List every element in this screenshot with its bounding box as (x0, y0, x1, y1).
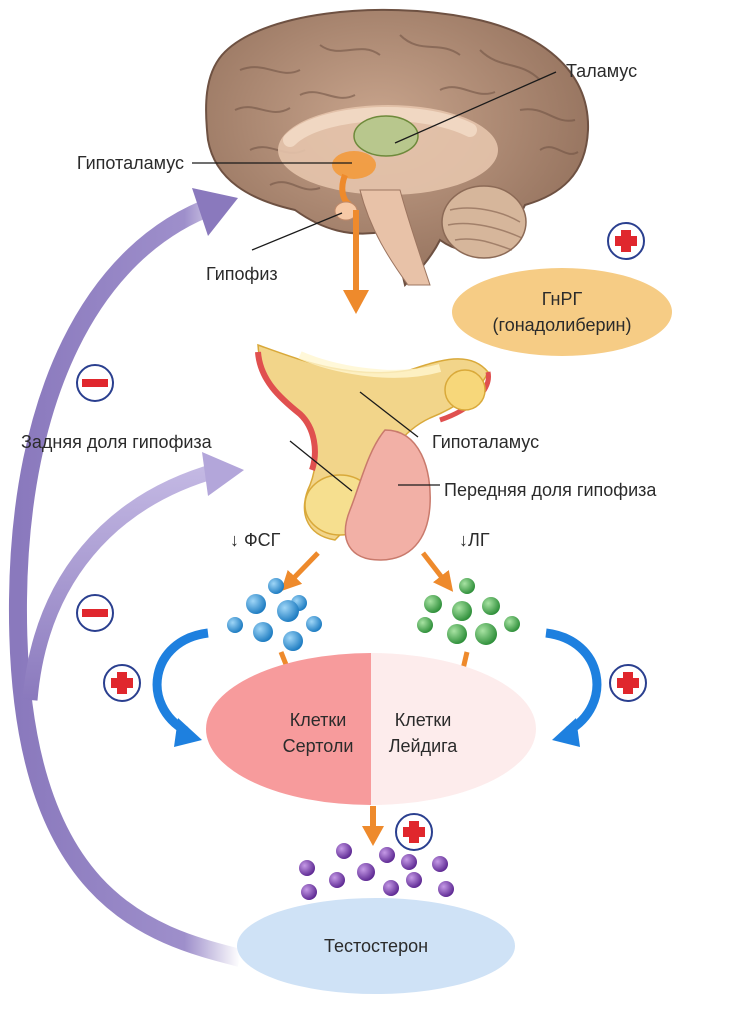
fsh-arrow (281, 551, 320, 592)
lh-arrow (421, 551, 454, 592)
fsh-molecules (227, 578, 322, 651)
pituitary-illustration (255, 343, 491, 561)
fsh-molecule (306, 616, 322, 632)
feedback-arrow-to-hypothalamus (8, 188, 243, 967)
testosterone-ellipse (237, 898, 515, 994)
testosterone-label: Тестостерон (324, 936, 428, 956)
lh-molecule (417, 617, 433, 633)
sertoli-label-line1: Клетки (290, 710, 347, 730)
lh-label: ↓ЛГ (459, 530, 490, 550)
sertoli-label-line2: Сертоли (283, 736, 354, 756)
gnrh-ellipse (452, 268, 672, 356)
testosterone-molecule (406, 872, 422, 888)
testosterone-molecule (401, 854, 417, 870)
cells-ellipse (206, 653, 536, 805)
gnrh-label-line2: (гонадолиберин) (493, 315, 632, 335)
brain-illustration (205, 8, 590, 287)
positive-sign-testosterone (395, 813, 433, 851)
thalamus-label: Таламус (566, 61, 637, 81)
fsh-molecule (246, 594, 266, 614)
sertoli-stimulation-arrow (152, 628, 209, 747)
cells-to-testosterone-arrow-head (362, 826, 384, 846)
leydig-stimulation-arrow (545, 628, 602, 747)
fsh-molecule (253, 622, 273, 642)
positive-sign-leydig (609, 664, 647, 702)
testosterone-molecule (438, 881, 454, 897)
lh-molecule (475, 623, 497, 645)
testosterone-molecule (299, 860, 315, 876)
posterior-lobe-label: Задняя доля гипофиза (21, 432, 213, 452)
fsh-molecule (268, 578, 284, 594)
callout-lines (192, 71, 557, 492)
gnrh-label-line1: ГнРГ (542, 289, 583, 309)
testosterone-molecule (301, 884, 317, 900)
lh-molecule (504, 616, 520, 632)
testosterone-molecule (379, 847, 395, 863)
fsh-molecule (227, 617, 243, 633)
lh-molecule (447, 624, 467, 644)
lh-molecule (482, 597, 500, 615)
fsh-molecule (283, 631, 303, 651)
negative-sign-pituitary (76, 594, 114, 632)
lh-molecule (452, 601, 472, 621)
leydig-label-line1: Клетки (395, 710, 452, 730)
lh-molecule (424, 595, 442, 613)
testosterone-molecule (383, 880, 399, 896)
negative-sign-hypothalamus (76, 364, 114, 402)
hypothalamus-brain-label: Гипоталамус (77, 153, 184, 173)
fsh-molecule (277, 600, 299, 622)
hypothalamus-pituitary-label: Гипоталамус (432, 432, 539, 452)
lh-molecules (417, 578, 520, 645)
positive-sign-gnrh (607, 222, 645, 260)
lh-molecule (459, 578, 475, 594)
pituitary-label: Гипофиз (206, 264, 278, 284)
testosterone-molecule (329, 872, 345, 888)
fsh-label: ↓ ФСГ (230, 530, 281, 550)
leydig-label-line2: Лейдига (389, 736, 459, 756)
gnrh-arrow-head (343, 290, 369, 314)
testosterone-molecule (432, 856, 448, 872)
leydig-cells (371, 653, 536, 805)
sertoli-cells (206, 653, 371, 805)
positive-sign-sertoli (103, 664, 141, 702)
testosterone-molecule (336, 843, 352, 859)
testosterone-molecules (299, 843, 454, 900)
feedback-arrow-to-pituitary (22, 452, 244, 701)
anterior-lobe-label: Передняя доля гипофиза (444, 480, 657, 500)
testosterone-molecule (357, 863, 375, 881)
